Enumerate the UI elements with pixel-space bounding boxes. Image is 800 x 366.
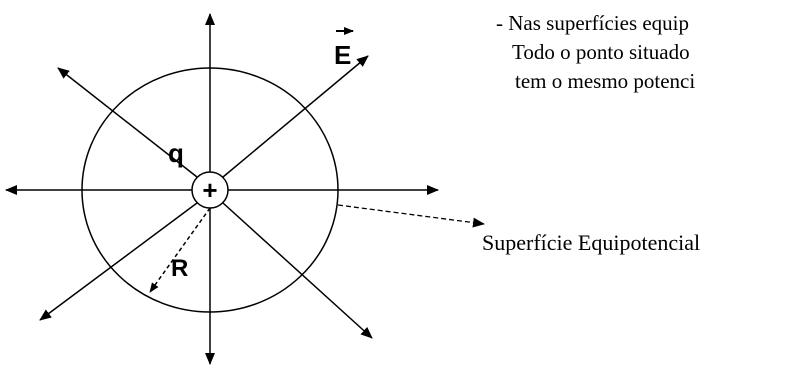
field-lines	[5, 13, 439, 365]
surface-label: Superfície Equipotencial	[482, 230, 700, 255]
field-label: E	[334, 40, 351, 70]
surface-pointer	[337, 204, 485, 228]
field-line-upper-right	[222, 55, 369, 178]
note-line-2: Todo o ponto situado	[512, 40, 690, 64]
note-line-1: - Nas superfícies equip	[496, 11, 689, 35]
field-line-lower-left	[39, 202, 198, 321]
field-line-upper-left	[57, 67, 198, 178]
field-line-lower-right	[222, 202, 373, 339]
note-line-3: tem o mesmo potenci	[515, 69, 695, 93]
charge-sign: +	[202, 175, 217, 205]
charge-label: q	[168, 138, 184, 168]
radius-label: R	[171, 255, 188, 282]
radius-arrow	[149, 207, 211, 293]
